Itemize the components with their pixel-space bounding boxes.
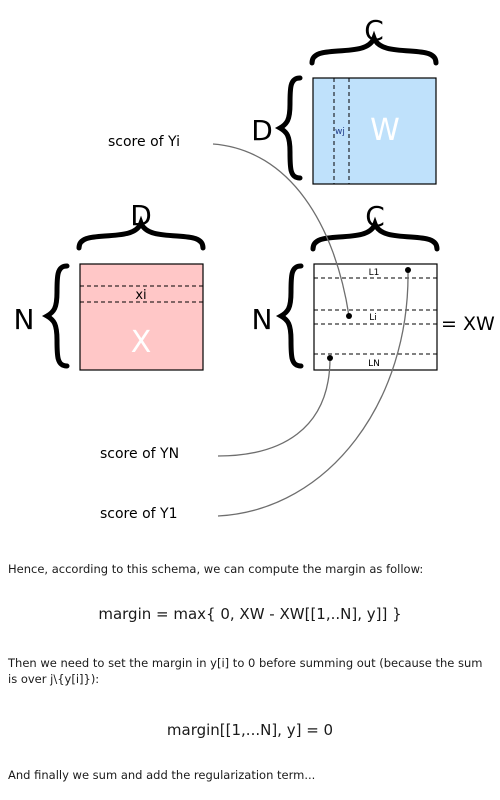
w-cols-label: C — [364, 14, 384, 47]
w-rows-label: D — [251, 114, 273, 147]
score-yi-label: score of Yi — [108, 134, 180, 150]
w-matrix: wj W — [312, 77, 437, 185]
connector-score-yn — [217, 357, 331, 457]
w-cols-brace — [309, 30, 439, 66]
diagram: wj W C D xi X D N L1 Li LN C N = XW scor… — [14, 14, 495, 522]
l-rows-brace — [275, 263, 304, 369]
equation-set-zero: margin[[1,...N], y] = 0 — [166, 721, 334, 739]
l-matrix: L1 Li LN — [313, 263, 438, 371]
w-rows-brace — [274, 75, 303, 181]
paragraph-finally: And finally we sum and add the regulariz… — [8, 768, 316, 782]
l-row-label-1: L1 — [369, 268, 380, 278]
l-row-label-i: Li — [369, 313, 377, 323]
l-matrix-box — [313, 263, 438, 371]
equals-xw-label: = XW — [441, 313, 495, 335]
x-cols-label: D — [130, 199, 152, 232]
x-rows-brace — [41, 263, 70, 369]
score-y1-label: score of Y1 — [100, 506, 177, 522]
connector-score-y1 — [217, 269, 409, 517]
w-column-label: wj — [335, 127, 345, 137]
dot-li — [346, 313, 352, 319]
paragraph-margin-intro: Hence, according to this schema, we can … — [8, 562, 424, 576]
w-matrix-label: W — [370, 113, 400, 148]
dot-ln — [327, 355, 333, 361]
dot-l1 — [405, 267, 411, 273]
x-matrix-box — [79, 263, 204, 371]
x-rows-label: N — [14, 303, 35, 336]
equation-margin: margin = max{ 0, XW - XW[[1,..N], y]] } — [98, 605, 402, 623]
x-row-label: xi — [135, 288, 146, 303]
score-yn-label: score of YN — [100, 446, 179, 462]
l-cols-label: C — [365, 200, 385, 233]
x-cols-brace — [76, 215, 206, 251]
x-matrix: xi X — [79, 263, 204, 371]
paragraph-set-zero: Then we need to set the margin in y[i] t… — [8, 656, 483, 686]
x-matrix-label: X — [131, 325, 152, 360]
l-rows-label: N — [252, 303, 273, 336]
connector-score-yi — [212, 143, 350, 317]
l-row-label-n: LN — [368, 359, 380, 369]
